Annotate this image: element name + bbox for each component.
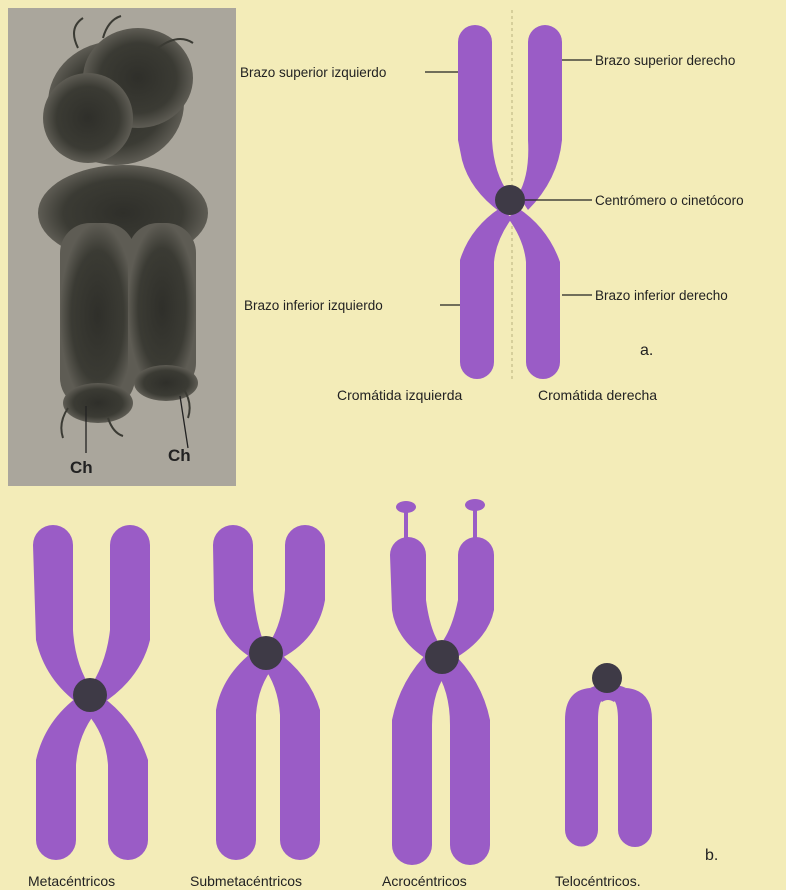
label-metacentric: Metacéntricos: [28, 873, 115, 889]
panel-letter-a: a.: [640, 342, 653, 359]
label-centromere: Centrómero o cinetócoro: [595, 193, 744, 208]
panel-letter-b: b.: [705, 847, 718, 864]
centromere: [495, 185, 525, 215]
label-chromatid-left: Cromátida izquierda: [337, 387, 462, 403]
upper-right-arm: [518, 25, 562, 210]
label-chromatid-right: Cromátida derecha: [538, 387, 657, 403]
metacentric-chromosome: [33, 525, 150, 860]
telocentric-chromosome: [565, 663, 652, 847]
lower-right-arm: [508, 208, 560, 379]
acrocentric-chromosome: [390, 499, 494, 865]
label-lower-right-arm: Brazo inferior derecho: [595, 288, 728, 303]
label-acrocentric: Acrocéntricos: [382, 873, 467, 889]
label-upper-right-arm: Brazo superior derecho: [595, 53, 735, 68]
label-submetacentric: Submetacéntricos: [190, 873, 302, 889]
label-upper-left-arm: Brazo superior izquierdo: [240, 65, 386, 80]
lower-left-arm: [460, 208, 512, 379]
submetacentric-chromosome: [213, 525, 325, 860]
label-lower-left-arm: Brazo inferior izquierdo: [244, 298, 383, 313]
label-telocentric: Telocéntricos.: [555, 873, 641, 889]
chromosome-a: [458, 25, 562, 379]
upper-left-arm: [458, 25, 510, 212]
